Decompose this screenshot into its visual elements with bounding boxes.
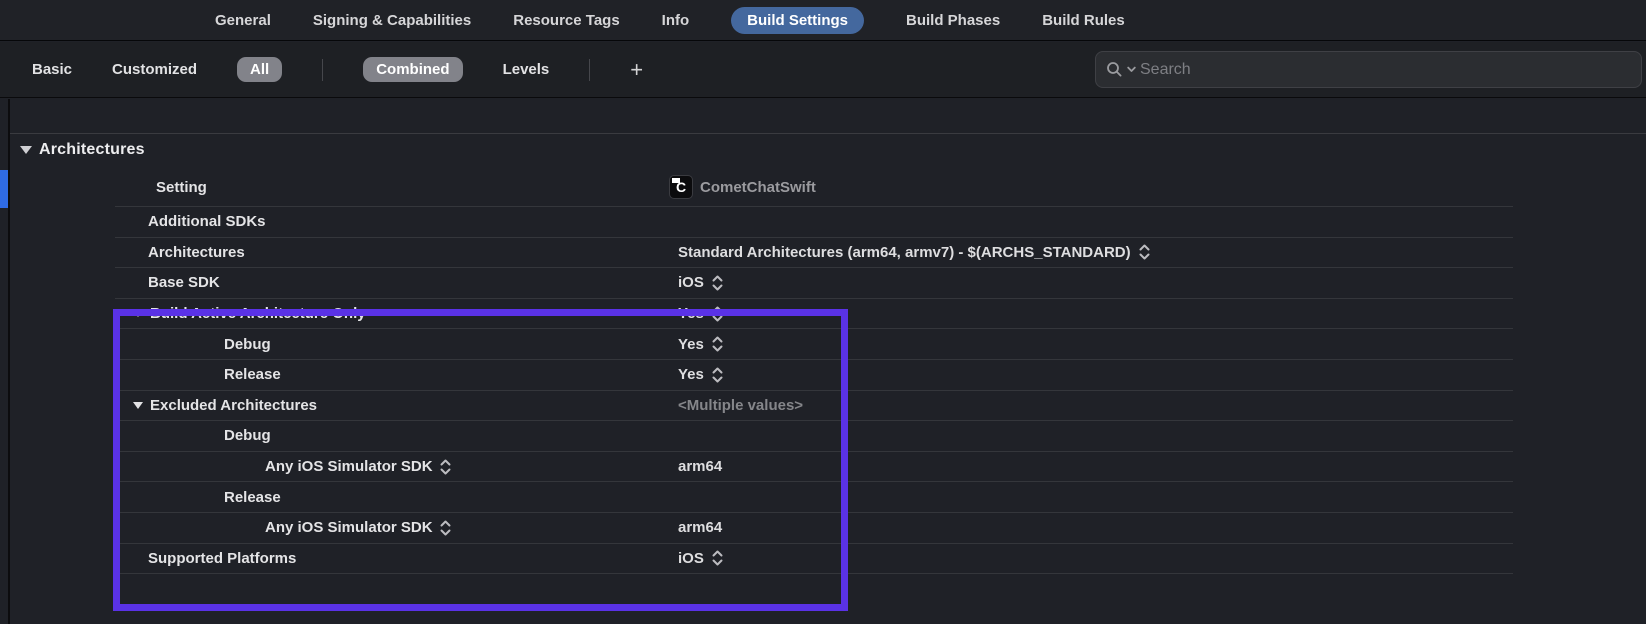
build-settings-filter-bar: Basic Customized All Combined Levels + [0, 42, 1646, 98]
setting-label: Supported Platforms [148, 549, 297, 567]
tab-resource-tags[interactable]: Resource Tags [513, 11, 620, 29]
tab-build-phases[interactable]: Build Phases [906, 11, 1001, 29]
search-field[interactable] [1095, 51, 1642, 88]
value-stepper-icon[interactable] [712, 550, 723, 566]
tab-info[interactable]: Info [661, 11, 690, 29]
disclosure-triangle-icon[interactable] [133, 310, 143, 318]
setting-label: Debug [224, 335, 271, 353]
icon-letter: C [675, 179, 687, 195]
target-tab-bar: General Signing & Capabilities Resource … [0, 0, 1646, 41]
value-stepper-icon[interactable] [712, 275, 723, 291]
setting-value[interactable]: <Multiple values> [678, 396, 804, 414]
tab-general[interactable]: General [215, 11, 271, 29]
setting-label: Base SDK [148, 274, 220, 292]
setting-label: Release [224, 488, 281, 506]
icon-notch [672, 178, 680, 183]
row-any-ios-simulator-sdk-debug[interactable]: Any iOS Simulator SDK arm64 [115, 452, 1513, 483]
filter-levels[interactable]: Levels [502, 61, 550, 78]
filter-all[interactable]: All [237, 57, 283, 82]
value-stepper-icon[interactable] [712, 367, 723, 383]
row-architectures[interactable]: Architectures Standard Architectures (ar… [115, 238, 1513, 269]
setting-value[interactable]: Yes [678, 299, 723, 329]
setting-value[interactable]: Standard Architectures (arm64, armv7) - … [678, 238, 1150, 268]
filter-basic[interactable]: Basic [32, 61, 73, 78]
disclosure-triangle-icon[interactable] [20, 146, 32, 154]
setting-label: Excluded Architectures [115, 397, 317, 414]
divider [589, 58, 591, 81]
setting-value[interactable]: arm64 [678, 519, 723, 537]
search-input[interactable] [1140, 60, 1631, 79]
row-excluded-architectures[interactable]: Excluded Architectures <Multiple values> [115, 391, 1513, 422]
label-stepper-icon[interactable] [440, 459, 451, 475]
search-icon [1107, 62, 1122, 77]
target-column-header: C CometChatSwift [670, 168, 816, 206]
cometchat-target-icon: C [670, 176, 692, 198]
value-stepper-icon[interactable] [712, 306, 723, 322]
row-excluded-release[interactable]: Release [115, 482, 1513, 513]
setting-label: Release [224, 366, 281, 384]
filter-combined[interactable]: Combined [363, 57, 463, 82]
row-base-sdk[interactable]: Base SDK iOS [115, 268, 1513, 299]
setting-label: Debug [224, 427, 271, 445]
selection-indicator [0, 170, 8, 208]
row-any-ios-simulator-sdk-release[interactable]: Any iOS Simulator SDK arm64 [115, 513, 1513, 544]
tab-signing-capabilities[interactable]: Signing & Capabilities [312, 11, 472, 29]
setting-value[interactable]: Yes [678, 329, 723, 359]
row-debug[interactable]: Debug Yes [115, 329, 1513, 360]
value-stepper-icon[interactable] [712, 336, 723, 352]
settings-table: Setting C CometChatSwift Additional SDKs… [115, 168, 1513, 575]
setting-value[interactable]: iOS [678, 268, 723, 298]
disclosure-triangle-icon[interactable] [133, 401, 143, 409]
section-architectures[interactable]: Architectures [20, 140, 145, 160]
label-stepper-icon[interactable] [440, 520, 451, 536]
setting-label: Architectures [148, 243, 245, 261]
pane-top-divider [10, 133, 1646, 134]
row-build-active-architecture-only[interactable]: Build Active Architecture Only Yes [115, 299, 1513, 330]
tab-build-rules[interactable]: Build Rules [1042, 11, 1125, 29]
row-additional-sdks[interactable]: Additional SDKs [115, 207, 1513, 238]
setting-label: Any iOS Simulator SDK [115, 458, 451, 475]
value-stepper-icon[interactable] [1139, 244, 1150, 260]
section-title: Architectures [39, 141, 145, 158]
setting-label: Any iOS Simulator SDK [115, 519, 451, 536]
search-scope-chevron-icon [1127, 66, 1136, 72]
setting-value[interactable]: Yes [678, 360, 723, 390]
add-build-setting-button[interactable]: + [630, 56, 644, 82]
pane-left-divider [8, 99, 10, 624]
setting-value[interactable]: arm64 [678, 458, 723, 476]
tab-build-settings[interactable]: Build Settings [731, 6, 865, 34]
setting-label: Build Active Architecture Only [115, 305, 366, 322]
row-release[interactable]: Release Yes [115, 360, 1513, 391]
filter-customized[interactable]: Customized [112, 61, 198, 78]
divider [322, 58, 324, 81]
setting-label: Additional SDKs [148, 213, 266, 231]
table-header-row: Setting C CometChatSwift [115, 168, 1513, 207]
target-name: CometChatSwift [700, 178, 816, 196]
setting-column-header: Setting [156, 178, 207, 196]
row-supported-platforms[interactable]: Supported Platforms iOS [115, 544, 1513, 575]
row-excluded-debug[interactable]: Debug [115, 421, 1513, 452]
build-settings-pane: Architectures Setting C CometChatSwift A… [0, 99, 1646, 624]
setting-value[interactable]: iOS [678, 544, 723, 574]
